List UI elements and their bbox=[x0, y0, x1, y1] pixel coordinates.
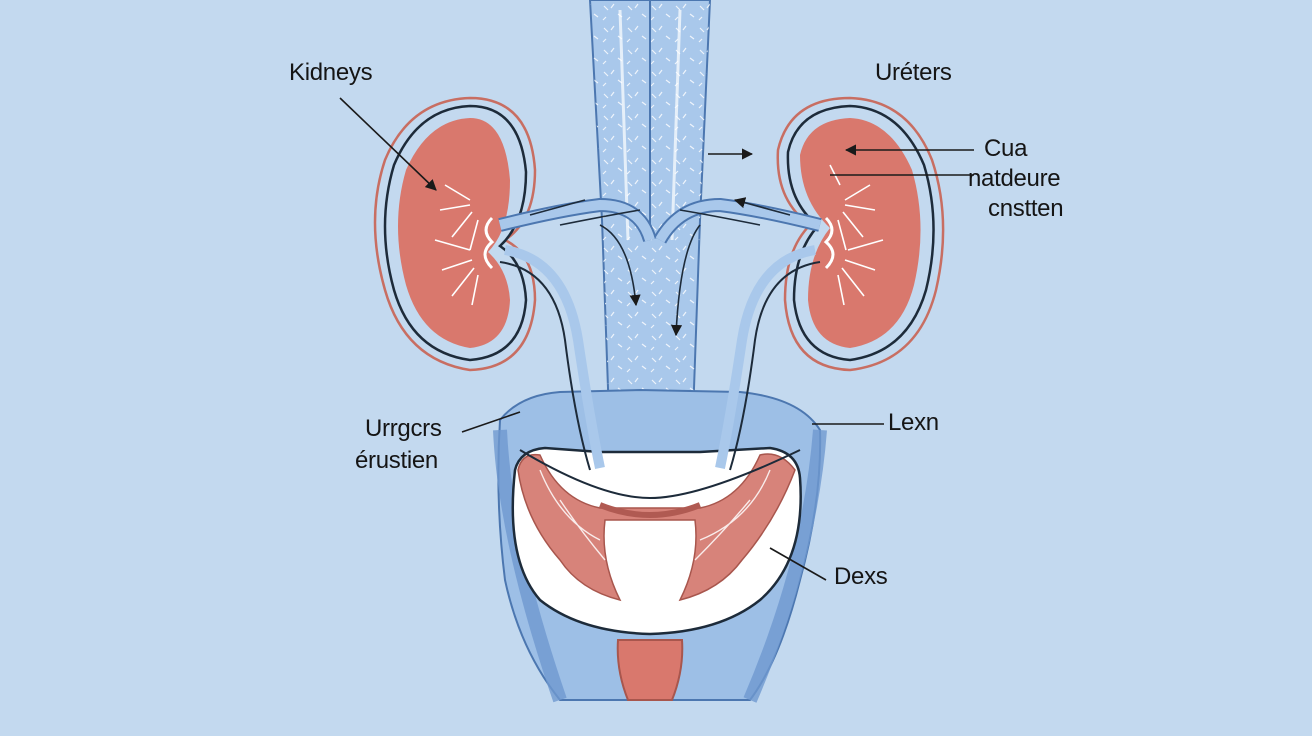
label-cua-line2: natdeure bbox=[968, 165, 1061, 192]
right-kidney bbox=[776, 96, 945, 372]
label-lexn: Lexn bbox=[888, 409, 939, 436]
label-urgers-line2: érustien bbox=[355, 447, 438, 474]
urgers-pointer bbox=[461, 411, 521, 433]
ureters bbox=[498, 200, 822, 500]
label-kidneys: Kidneys bbox=[289, 59, 373, 86]
label-cua-group: Cua natdeure cnstten bbox=[968, 134, 1076, 224]
dexs-pointer bbox=[769, 547, 827, 581]
kidneys-pointer bbox=[339, 97, 437, 191]
label-dexs: Dexs bbox=[834, 563, 888, 590]
bladder bbox=[511, 446, 802, 701]
central-tube bbox=[588, 0, 712, 501]
label-cua-line3: cnstten bbox=[988, 195, 1064, 222]
label-urgers-group: Urrgcrs érustien bbox=[355, 414, 442, 474]
label-urgers-line1: Urrgcrs bbox=[365, 415, 442, 442]
left-kidney bbox=[373, 96, 537, 372]
label-ureters: Uréters bbox=[875, 59, 952, 86]
label-cua-line1: Cua bbox=[984, 135, 1028, 162]
leader-lines bbox=[339, 97, 974, 581]
